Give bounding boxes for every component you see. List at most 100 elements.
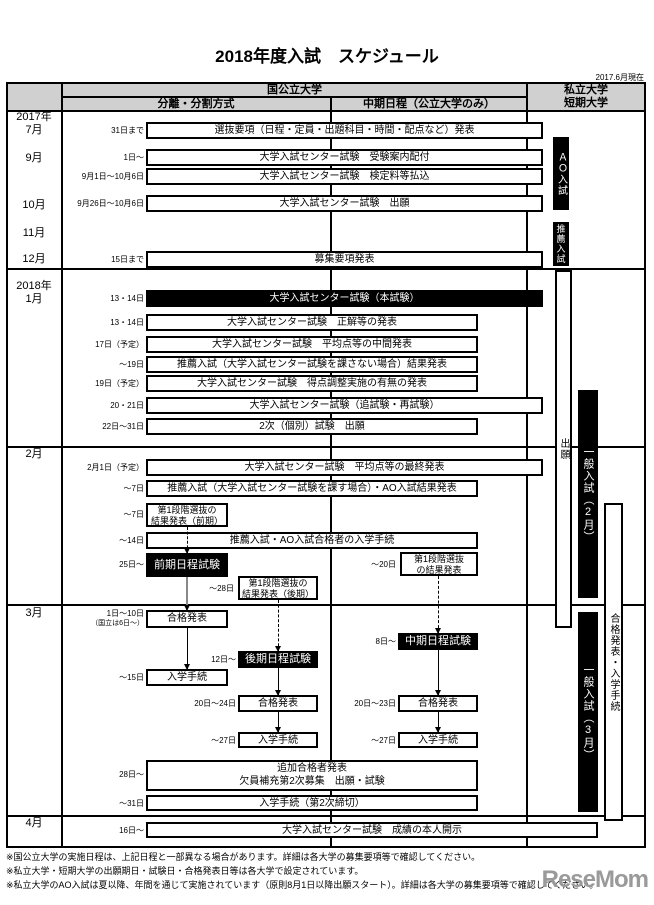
event-date: 9月1日～10月6日: [81, 172, 144, 181]
event-date: 2月1日（予定）: [87, 463, 144, 472]
event-bar-additional: 追加合格者発表欠員補充第2次募集 出願・試験: [146, 760, 478, 791]
event-bar: 大学入試センター試験 正解等の発表: [146, 314, 478, 331]
event-date: 12日～: [211, 655, 236, 664]
event-date: ～15日: [119, 673, 144, 682]
arrow-down: [435, 650, 441, 696]
event-date: 28日～: [119, 770, 144, 779]
event-date: ～19日: [119, 360, 144, 369]
arrow-down: [275, 600, 281, 652]
footnote: ※私立大学・短期大学の出願期日・試験日・合格発表日等は各大学で設定されています。: [6, 866, 364, 876]
header-private: 私立大学: [564, 84, 608, 96]
event-bar-result-late: 合格発表: [238, 695, 318, 712]
event-bar-enroll-early: 入学手続: [146, 669, 228, 686]
schedule-table: [6, 82, 646, 848]
year-2018: 2018年: [16, 280, 52, 292]
event-date: ～27日: [371, 736, 396, 745]
event-date: 19日（予定）: [95, 379, 144, 388]
event-date: 9月26日～10月6日: [77, 199, 144, 208]
event-bar: 大学入試センター試験（追試験・再試験）: [146, 397, 543, 414]
event-date: ～7日: [123, 510, 144, 519]
event-bar: 推薦入試・AO入試合格者の入学手続: [146, 532, 478, 549]
event-bar-result-early: 合格発表: [146, 610, 228, 628]
month-oct: 10月: [22, 199, 46, 211]
header-split: 分離・分割方式: [157, 98, 235, 110]
arrow-down: [275, 668, 281, 696]
event-bar: 大学入試センター試験 出願: [146, 195, 543, 212]
event-date: ～7日: [123, 484, 144, 493]
page-title: 2018年度入試 スケジュール: [215, 47, 439, 66]
event-bar: 推薦入試（大学入試センター試験を課さない場合）結果発表: [146, 356, 478, 373]
event-date: ～28日: [209, 584, 234, 593]
event-bar-early-exam: 前期日程試験: [146, 553, 228, 577]
month-nov: 11月: [22, 227, 46, 239]
event-date: 1日～: [123, 153, 144, 162]
event-date: ～27日: [211, 736, 236, 745]
watermark-logo: ReseMom: [541, 866, 649, 893]
private-general-feb: 一般入試（2月）: [578, 390, 598, 598]
divider: [6, 110, 646, 112]
arrow-down: [435, 576, 441, 634]
month-dec: 12月: [22, 253, 46, 265]
month-apr: 4月: [25, 817, 43, 829]
header-national-public: 国公立大学: [267, 84, 322, 96]
event-bar: 大学入試センター試験 得点調整実施の有無の発表: [146, 375, 478, 392]
event-date: 20・21日: [110, 401, 144, 410]
private-result-enroll: 合格発表・入学手続: [604, 503, 623, 821]
event-date: 8日～: [375, 637, 396, 646]
event-date: 1日～10日: [106, 609, 144, 618]
event-bar-center-test: 大学入試センター試験（本試験）: [146, 290, 543, 307]
event-date: ～14日: [119, 536, 144, 545]
line1: 第1段階選抜の: [248, 578, 308, 588]
month-feb: 2月: [25, 448, 43, 460]
event-date: 15日まで: [111, 255, 144, 264]
event-bar-late-exam: 後期日程試験: [238, 651, 318, 668]
event-bar-result-mid: 合格発表: [398, 695, 478, 712]
month-mar: 3月: [25, 607, 43, 619]
event-date: 16日～: [119, 826, 144, 835]
event-bar-enroll-mid: 入学手続: [398, 732, 478, 748]
month-jul: 7月: [25, 124, 43, 136]
as-of-date: 2017.6月現在: [595, 73, 644, 82]
event-bar: 募集要項発表: [146, 251, 543, 268]
event-bar: 2次（個別）試験 出願: [146, 418, 478, 435]
line1: 第1段階選抜の: [157, 505, 217, 515]
month-divider: [6, 604, 646, 606]
divider: [61, 82, 63, 848]
event-date: 13・14日: [110, 294, 144, 303]
footnote: ※私立大学のAO入試は夏以降、年間を通じて実施されています（原則8月1日以降出願…: [6, 880, 599, 890]
month-divider: [6, 815, 646, 817]
line2: 欠員補充第2次募集 出願・試験: [239, 776, 385, 787]
line2: 結果発表（後期）: [241, 589, 314, 599]
line2: の結果発表: [416, 565, 462, 575]
arrow-down: [184, 628, 190, 670]
event-bar: 入学手続（第2次締切）: [146, 795, 478, 811]
header-junior-college: 短期大学: [564, 97, 608, 109]
event-date: ～20日: [371, 560, 396, 569]
event-bar: 大学入試センター試験 平均点等の中間発表: [146, 336, 478, 353]
divider: [62, 96, 527, 98]
line2: 結果発表（前期）: [150, 516, 223, 526]
event-date: 25日～: [119, 560, 144, 569]
event-bar: 大学入試センター試験 平均点等の最終発表: [146, 459, 543, 476]
event-bar: 大学入試センター試験 受験案内配付: [146, 149, 543, 166]
event-bar: 大学入試センター試験 検定料等払込: [146, 168, 543, 185]
private-application: 出願: [555, 270, 572, 628]
event-date-note: （国立は6日～）: [91, 620, 144, 627]
year-2017: 2017年: [16, 111, 52, 123]
arrow-down: [184, 527, 190, 554]
private-general-mar: 一般入試（3月）: [578, 612, 598, 812]
header-mid-term: 中期日程（公立大学のみ）: [363, 98, 495, 110]
private-suisen: 推薦入試: [553, 222, 569, 266]
event-date: 20日～24日: [194, 699, 236, 708]
line1: 追加合格者発表: [277, 763, 347, 774]
arrow-down: [435, 712, 441, 733]
event-bar: 推薦入試（大学入試センター試験を課す場合）・AO入試結果発表: [146, 480, 478, 497]
event-date: 22日～31日: [102, 422, 144, 431]
event-bar-first-stage-late: 第1段階選抜の結果発表（後期）: [238, 576, 318, 600]
footnote: ※国公立大学の実施日程は、上記日程と一部異なる場合があります。詳細は各大学の募集…: [6, 852, 481, 862]
event-date: 13・14日: [110, 318, 144, 327]
event-bar-mid-exam: 中期日程試験: [398, 633, 478, 650]
arrow-down: [184, 577, 190, 611]
month-sep: 9月: [25, 152, 43, 164]
